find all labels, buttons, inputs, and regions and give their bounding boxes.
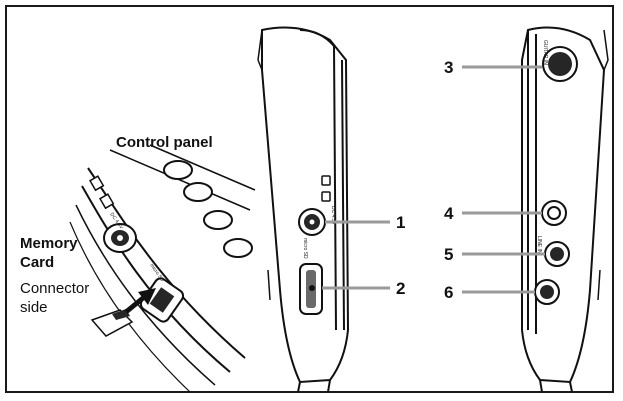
closeup-dc-jack: [103, 223, 137, 253]
closeup-switches: [89, 175, 115, 210]
control-button-1: [163, 160, 193, 180]
control-panel-label: Control panel: [116, 134, 213, 151]
control-button-2: [183, 182, 213, 202]
side-sd-text: micro SD: [302, 238, 308, 259]
control-panel-buttons: [163, 160, 253, 258]
callout-6: 6: [444, 283, 453, 302]
callout-numbers: 1 2 3 4 5 6: [396, 58, 454, 302]
memory-card-icon: [90, 309, 134, 337]
closeup-device-view: [69, 144, 256, 393]
side-dc-jack: [298, 208, 326, 236]
control-button-3: [203, 210, 233, 230]
callout-leaders: [322, 65, 545, 294]
side-switches: [321, 175, 331, 202]
callout-3: 3: [444, 58, 453, 77]
jack-4: [541, 200, 567, 226]
connector-label-line2: side: [20, 299, 48, 316]
jack-6: [534, 279, 560, 305]
memory-card-label-line1: Memory: [20, 235, 78, 252]
connector-label-line1: Connector: [20, 280, 89, 297]
callout-4: 4: [444, 204, 454, 223]
insert-arrow-icon: [124, 288, 156, 314]
callout-2: 2: [396, 279, 405, 298]
memory-card-label-line2: Card: [20, 254, 54, 271]
callout-1: 1: [396, 213, 405, 232]
line-in-text: LINE IN: [536, 236, 542, 254]
left-side-view: [257, 26, 350, 393]
guitar-in-jack: [542, 46, 578, 82]
line-in-jack: [544, 241, 570, 267]
side-sd-slot: [299, 263, 323, 315]
guitar-in-text: GUITAR IN: [542, 40, 548, 65]
callout-5: 5: [444, 245, 453, 264]
side-dc-text: DC 4.5V: [330, 206, 336, 226]
control-button-4: [223, 238, 253, 258]
diagram-frame: [5, 5, 614, 393]
